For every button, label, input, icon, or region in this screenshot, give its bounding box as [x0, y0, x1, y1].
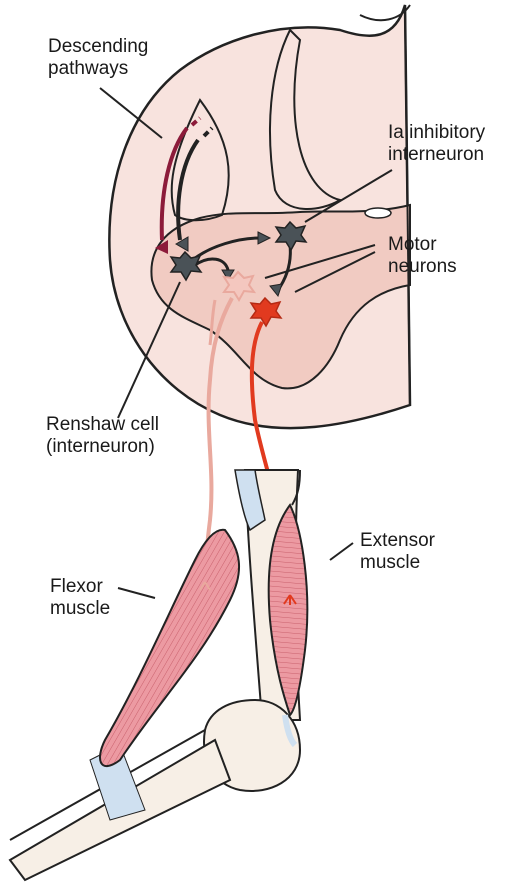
- leader-flexor: [118, 588, 155, 598]
- label-descending-pathways: Descending pathways: [48, 36, 148, 80]
- arm: [10, 470, 307, 880]
- label-flexor-muscle: Flexor muscle: [50, 576, 110, 620]
- label-renshaw-cell: Renshaw cell (interneuron): [46, 414, 159, 458]
- central-canal: [365, 208, 391, 218]
- leader-extensor: [330, 543, 353, 560]
- label-ia-inhibitory-interneuron: Ia inhibitory interneuron: [388, 122, 485, 166]
- spinal-cord-section: [109, 5, 410, 428]
- label-extensor-muscle: Extensor muscle: [360, 530, 435, 574]
- label-motor-neurons: Motor neurons: [388, 234, 457, 278]
